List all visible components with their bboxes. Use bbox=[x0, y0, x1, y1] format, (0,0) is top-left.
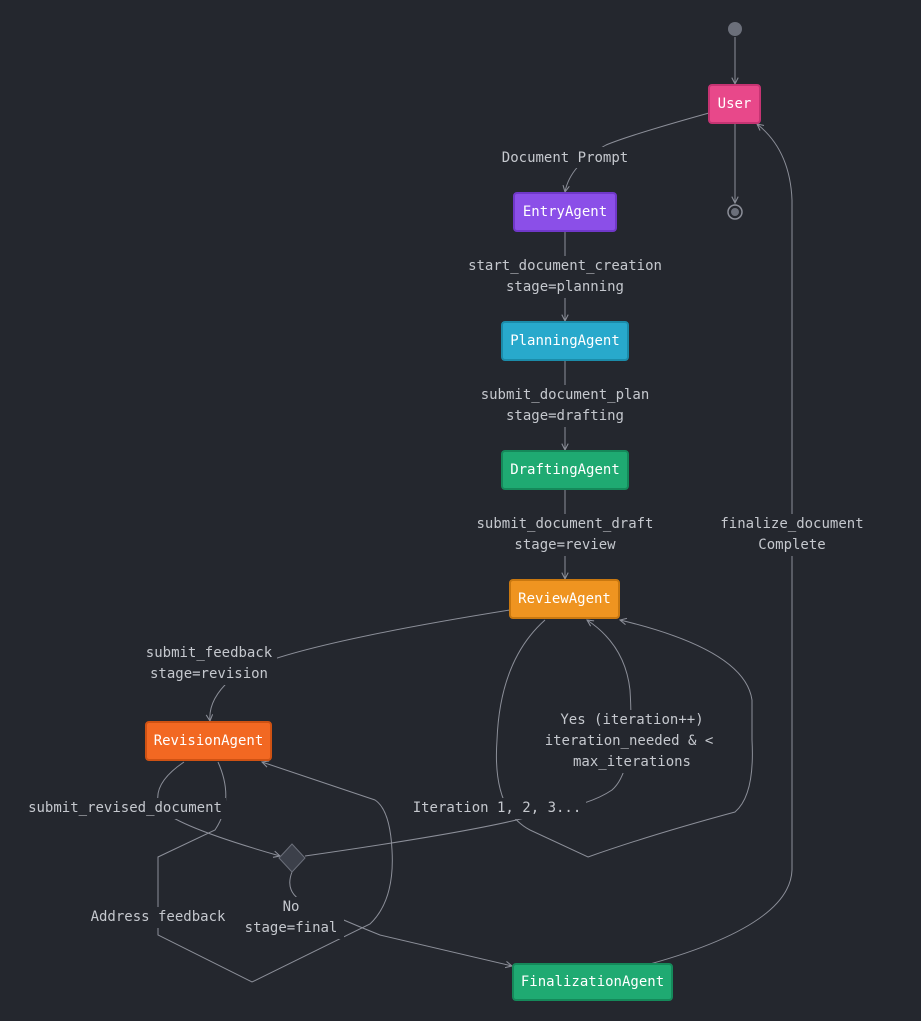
label-stage-drafting: stage=drafting bbox=[506, 408, 624, 424]
edge-labels: Document Prompt start_document_creation … bbox=[24, 147, 868, 939]
node-planning-agent-label: PlanningAgent bbox=[510, 333, 620, 349]
label-no: No bbox=[283, 899, 300, 915]
label-iteration-needed: iteration_needed & < bbox=[545, 733, 714, 749]
label-document-prompt: Document Prompt bbox=[502, 150, 628, 166]
label-stage-final: stage=final bbox=[245, 920, 338, 936]
node-finalization-agent-label: FinalizationAgent bbox=[521, 974, 664, 990]
edge-decision-to-review-yes bbox=[304, 620, 632, 857]
edge-review-iteration-loop bbox=[495, 620, 753, 858]
label-stage-review: stage=review bbox=[514, 537, 616, 553]
label-stage-revision: stage=revision bbox=[150, 666, 268, 682]
node-planning-agent[interactable]: PlanningAgent bbox=[501, 321, 629, 361]
edge-user-to-entry bbox=[565, 112, 710, 192]
end-state bbox=[727, 204, 743, 220]
label-submit-document-plan: submit_document_plan bbox=[481, 387, 650, 403]
edges bbox=[157, 37, 793, 983]
label-submit-document-draft: submit_document_draft bbox=[476, 516, 653, 532]
node-revision-agent[interactable]: RevisionAgent bbox=[145, 721, 272, 761]
label-yes-iteration: Yes (iteration++) bbox=[560, 712, 703, 728]
decision-diamond bbox=[278, 843, 306, 873]
node-review-agent[interactable]: ReviewAgent bbox=[509, 579, 620, 619]
label-max-iterations: max_iterations bbox=[573, 754, 691, 770]
label-submit-revised-document: submit_revised_document bbox=[28, 800, 222, 816]
edge-revision-address-feedback-loop bbox=[157, 762, 393, 983]
node-entry-agent[interactable]: EntryAgent bbox=[513, 192, 617, 232]
start-state bbox=[728, 22, 742, 36]
label-iteration-loop: Iteration 1, 2, 3... bbox=[413, 800, 582, 816]
node-revision-agent-label: RevisionAgent bbox=[154, 733, 264, 749]
node-finalization-agent[interactable]: FinalizationAgent bbox=[512, 963, 673, 1001]
label-submit-feedback: submit_feedback bbox=[146, 645, 273, 661]
edge-finalization-to-user bbox=[649, 124, 793, 965]
node-entry-agent-label: EntryAgent bbox=[523, 204, 607, 220]
node-drafting-agent[interactable]: DraftingAgent bbox=[501, 450, 629, 490]
node-user[interactable]: User bbox=[708, 84, 761, 124]
label-stage-planning: stage=planning bbox=[506, 279, 624, 295]
label-complete: Complete bbox=[758, 537, 825, 553]
node-drafting-agent-label: DraftingAgent bbox=[510, 462, 620, 478]
label-finalize-document: finalize_document bbox=[720, 516, 863, 532]
node-user-label: User bbox=[718, 96, 752, 112]
node-review-agent-label: ReviewAgent bbox=[518, 591, 611, 607]
label-start-document-creation: start_document_creation bbox=[468, 258, 662, 274]
label-address-feedback: Address feedback bbox=[91, 909, 226, 925]
